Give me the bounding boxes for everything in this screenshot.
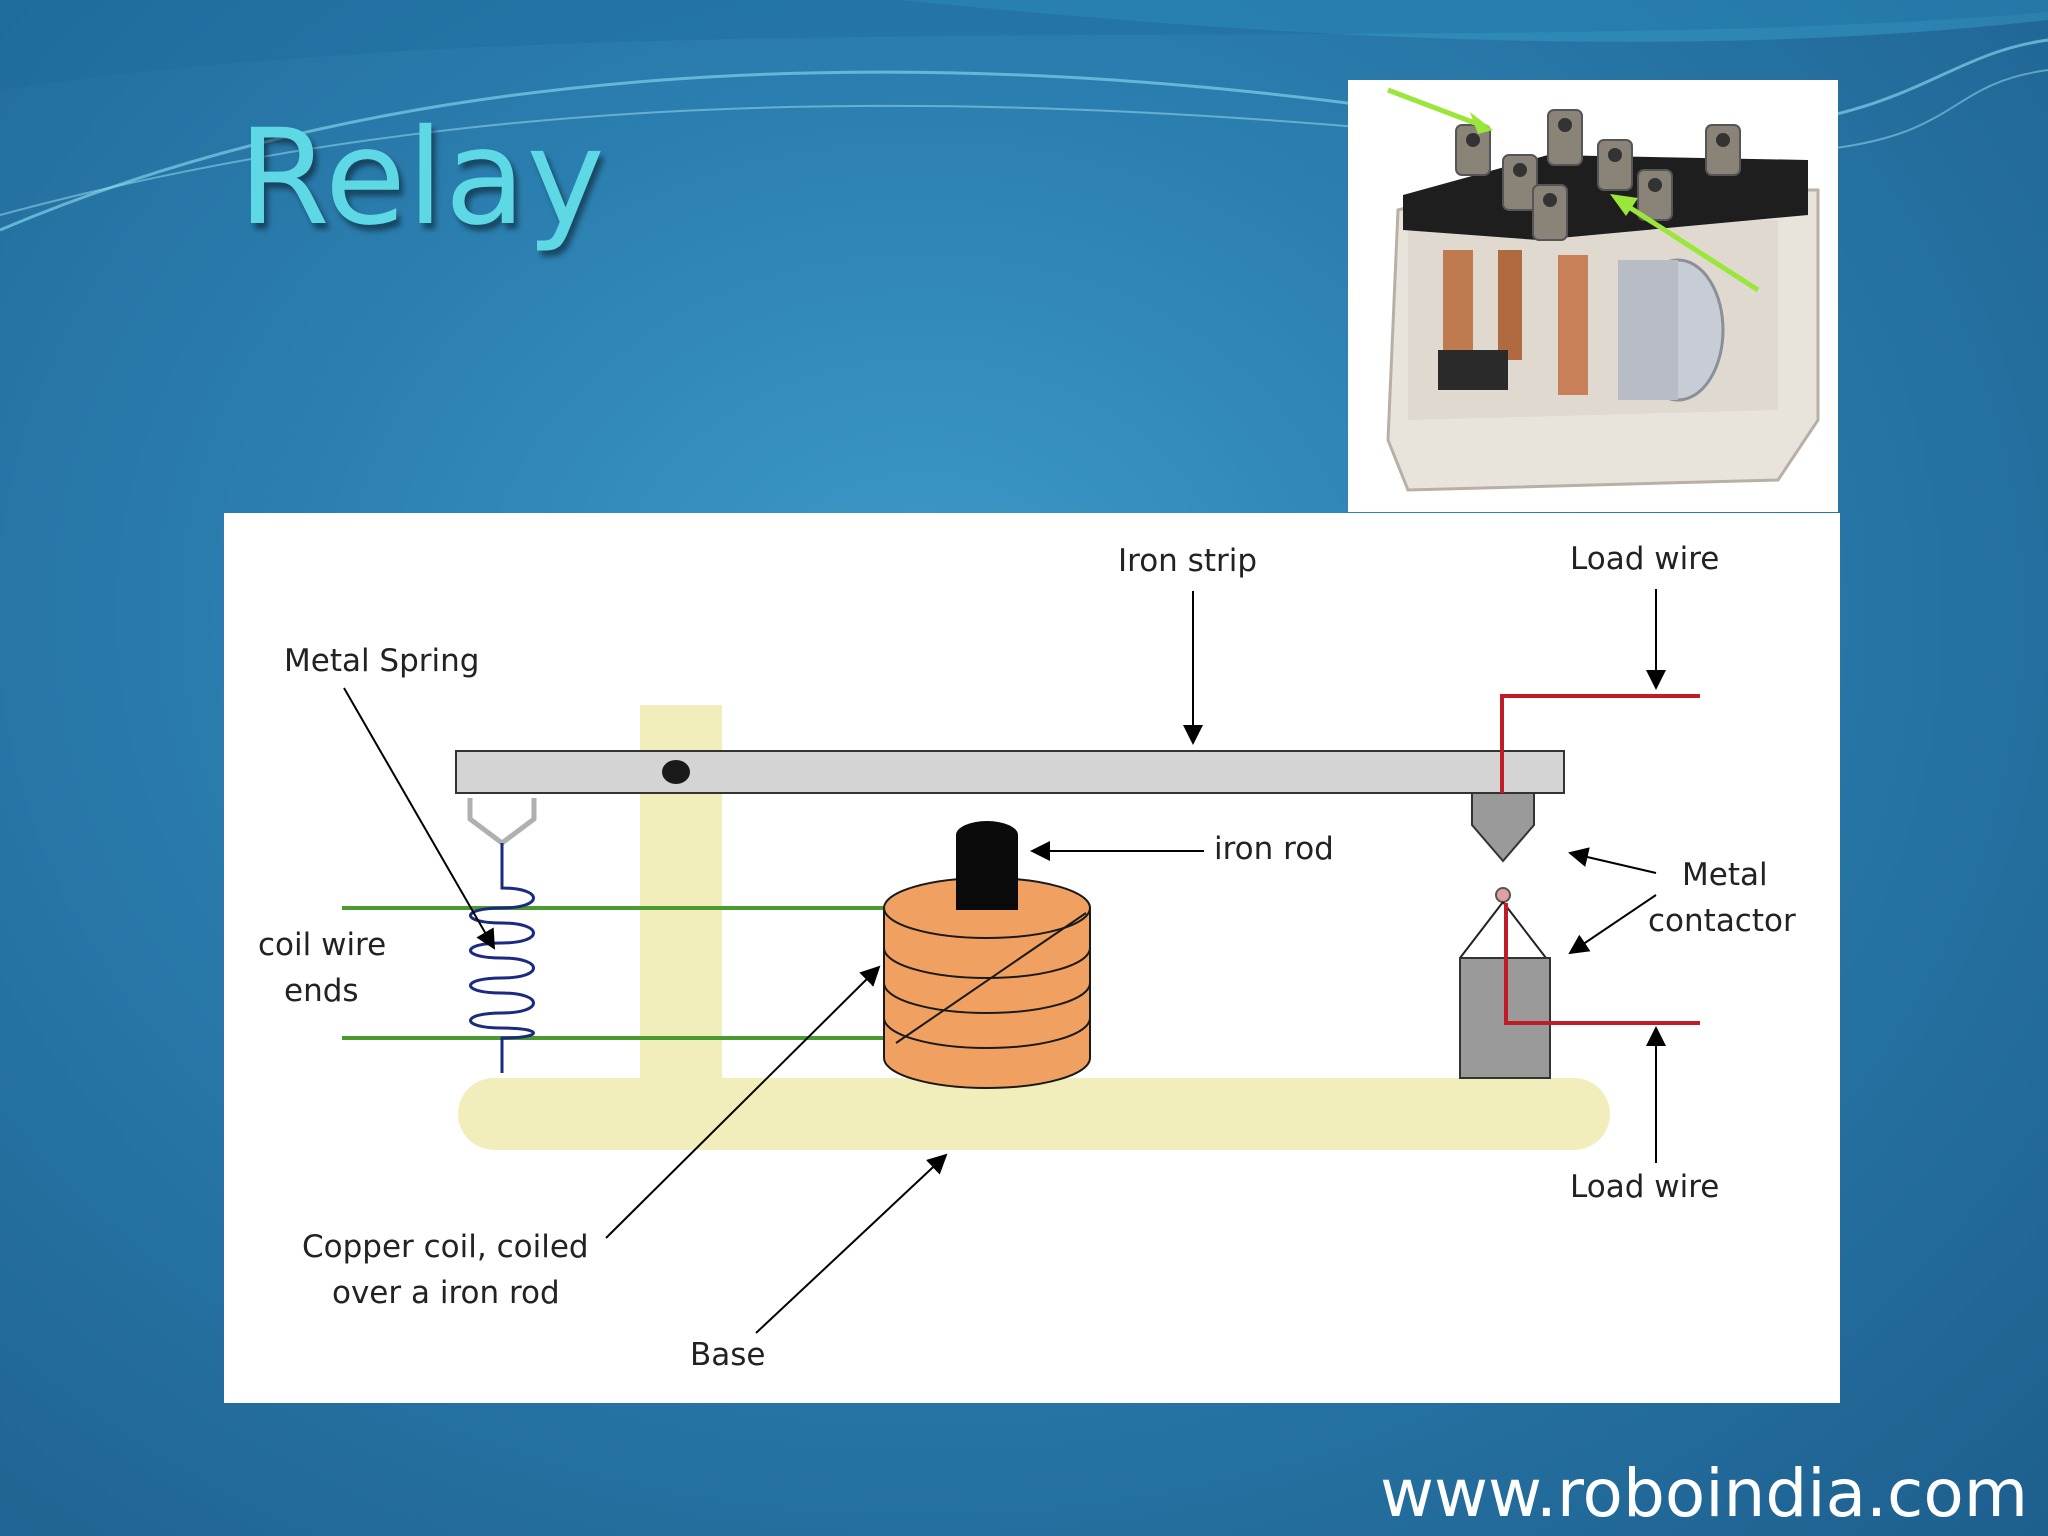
- label-iron-strip: Iron strip: [1118, 543, 1258, 579]
- background-swoosh: [0, 0, 2048, 232]
- label-iron-rod: iron rod: [1214, 831, 1334, 867]
- label-base: Base: [690, 1337, 766, 1373]
- spring-hook: [467, 798, 537, 847]
- contactor-arrow-upper: [1568, 847, 1657, 874]
- label-load-wire-top: Load wire: [1570, 541, 1720, 577]
- contactor-arrow-lower: [1568, 894, 1657, 955]
- base-arrow: [755, 1153, 948, 1334]
- label-coil-wire-ends-line1: coil wire: [258, 927, 387, 963]
- metal-spring-arrow: [343, 687, 495, 950]
- iron-strip-shape: [455, 750, 1565, 794]
- upper-contact: [1471, 792, 1535, 863]
- copper-coil-shape: [883, 877, 1091, 1089]
- iron-rod-shape: [956, 821, 1018, 910]
- load-wire-bottom-line: [1504, 903, 1700, 1025]
- label-metal-spring: Metal Spring: [284, 643, 480, 679]
- copper-coil-arrow: [605, 965, 881, 1239]
- slide-title: Relay: [238, 101, 606, 255]
- pivot: [662, 760, 690, 784]
- relay-diagram-drawing: [342, 589, 1700, 1334]
- relay-photo-illustration: [1386, 87, 1820, 492]
- metal-spring-shape: [469, 843, 535, 1073]
- label-metal-contactor-line1: Metal: [1682, 857, 1768, 893]
- label-load-wire-bottom: Load wire: [1570, 1169, 1720, 1205]
- label-metal-contactor-line2: contactor: [1648, 903, 1796, 939]
- load-wire-top-line: [1500, 694, 1700, 793]
- relay-diagram: Iron strip Load wire Metal Spring iron r…: [224, 513, 1840, 1403]
- website-url: www.roboindia.com: [1380, 1455, 2028, 1532]
- relay-photo: [1348, 80, 1838, 512]
- label-copper-coil-line1: Copper coil, coiled: [302, 1229, 589, 1265]
- label-coil-wire-ends-line2: ends: [284, 973, 359, 1009]
- label-copper-coil-line2: over a iron rod: [332, 1275, 560, 1311]
